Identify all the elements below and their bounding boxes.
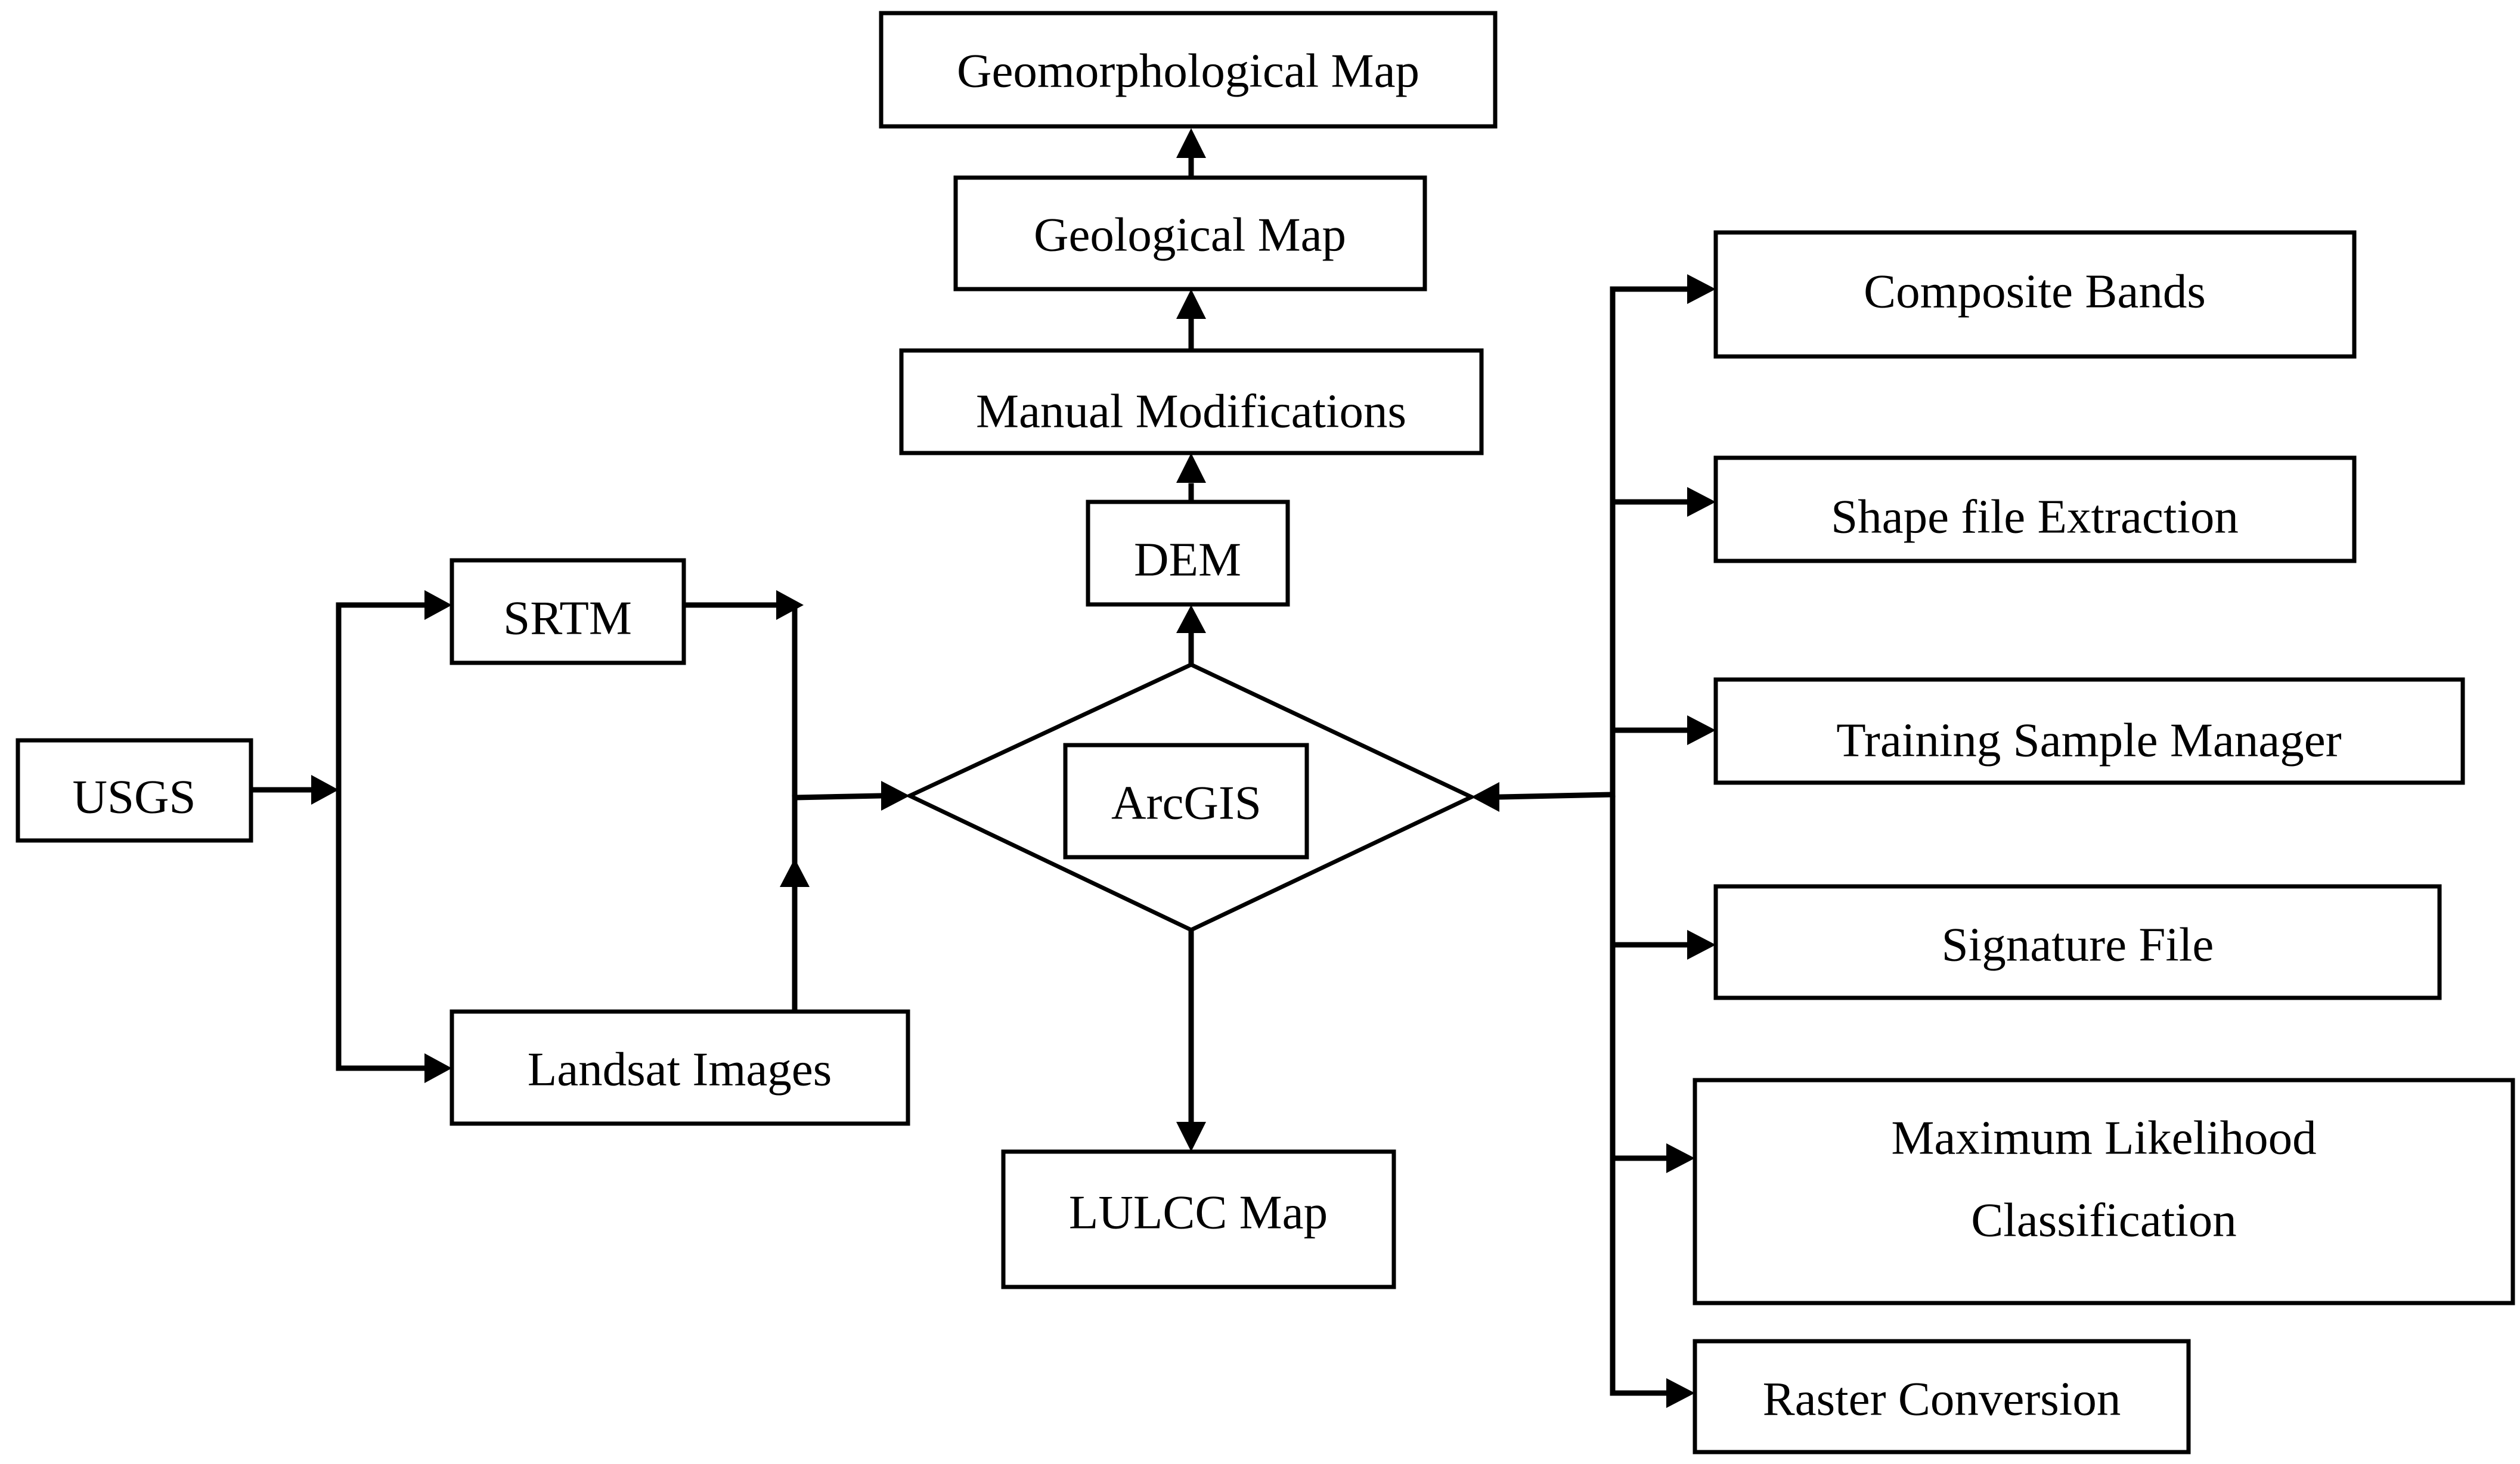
edge-trunk-to-arcgis: [1496, 792, 1616, 800]
node-arcgis-label: ArcGIS: [1111, 776, 1261, 830]
node-shapefile: Shape file Extraction: [1713, 455, 2357, 563]
node-training-label: Training Sample Manager: [1836, 714, 2341, 767]
arrowhead: [1687, 715, 1716, 745]
node-arcgis: ArcGIS: [904, 662, 1477, 932]
node-geomorphological-label: Geomorphological Map: [957, 44, 1419, 98]
node-geological-label: Geological Map: [1034, 208, 1346, 262]
arrowhead: [776, 590, 804, 620]
node-shapefile-box: [1713, 455, 2357, 563]
node-usgs-label: USGS: [72, 770, 196, 824]
node-geomorphological: Geomorphological Map: [879, 11, 1498, 129]
arrowhead: [311, 775, 339, 805]
node-shapefile-label: Shape file Extraction: [1831, 490, 2239, 544]
arrowhead: [1471, 782, 1499, 812]
node-raster-label: Raster Conversion: [1763, 1372, 2121, 1426]
arrowhead: [780, 858, 810, 887]
node-manual-box: [899, 348, 1484, 455]
node-usgs-box: [16, 738, 253, 843]
node-mlc-box: [1693, 1078, 2515, 1305]
node-arcgis-box: [1063, 743, 1309, 860]
node-srtm-label: SRTM: [503, 591, 632, 645]
node-manual-label: Manual Modifications: [976, 384, 1406, 438]
arrowhead: [1687, 487, 1716, 517]
node-srtm-box: [450, 558, 686, 665]
node-lulcc-label: LULCC Map: [1069, 1186, 1328, 1239]
node-signature-box: [1713, 884, 2442, 1000]
edge-merge-to-arcgis: [792, 793, 884, 801]
node-geological: Geological Map: [953, 175, 1427, 291]
node-raster-box: [1693, 1339, 2191, 1454]
node-mlc-label-line1: Maximum Likelihood: [1891, 1111, 2316, 1165]
node-mlc-label-line2: Classification: [1971, 1193, 2236, 1247]
node-landsat-label: Landsat Images: [528, 1043, 832, 1096]
node-landsat-box: [450, 1009, 910, 1126]
node-landsat: Landsat Images: [450, 1009, 910, 1126]
node-geological-box: [953, 175, 1427, 291]
arrowhead: [1666, 1378, 1695, 1408]
node-usgs: USGS: [16, 738, 253, 843]
node-dem-box: [1086, 500, 1290, 607]
edges: [248, 128, 1716, 1408]
node-lulcc: LULCC Map: [1001, 1149, 1396, 1289]
node-composite-box: [1713, 230, 2357, 359]
arrowhead: [1687, 930, 1716, 960]
node-mlc: Maximum Likelihood Classification: [1693, 1078, 2515, 1305]
node-signature: Signature File: [1713, 884, 2442, 1000]
nodes: USGS SRTM Landsat Images ArcGIS DEM Manu…: [16, 11, 2515, 1454]
node-manual: Manual Modifications: [899, 348, 1484, 455]
node-training: Training Sample Manager: [1713, 677, 2465, 785]
node-composite-label: Composite Bands: [1864, 265, 2206, 318]
arrowhead: [1176, 453, 1206, 483]
node-composite: Composite Bands: [1713, 230, 2357, 359]
node-lulcc-box: [1001, 1149, 1396, 1289]
node-raster: Raster Conversion: [1693, 1339, 2191, 1454]
arrowhead: [1687, 274, 1716, 304]
arrowhead: [1176, 605, 1206, 633]
arrowhead: [881, 781, 910, 811]
node-dem: DEM: [1086, 500, 1290, 607]
arrowhead: [424, 1053, 452, 1083]
arrowhead: [1176, 128, 1206, 158]
arrowhead: [1176, 1122, 1206, 1152]
arrowhead: [424, 590, 452, 620]
node-signature-label: Signature File: [1942, 918, 2214, 972]
node-geomorphological-box: [879, 11, 1498, 129]
arrowhead: [1176, 289, 1206, 319]
node-srtm: SRTM: [450, 558, 686, 665]
node-dem-label: DEM: [1134, 533, 1241, 587]
node-training-box: [1713, 677, 2465, 785]
arrowhead: [1666, 1143, 1695, 1173]
